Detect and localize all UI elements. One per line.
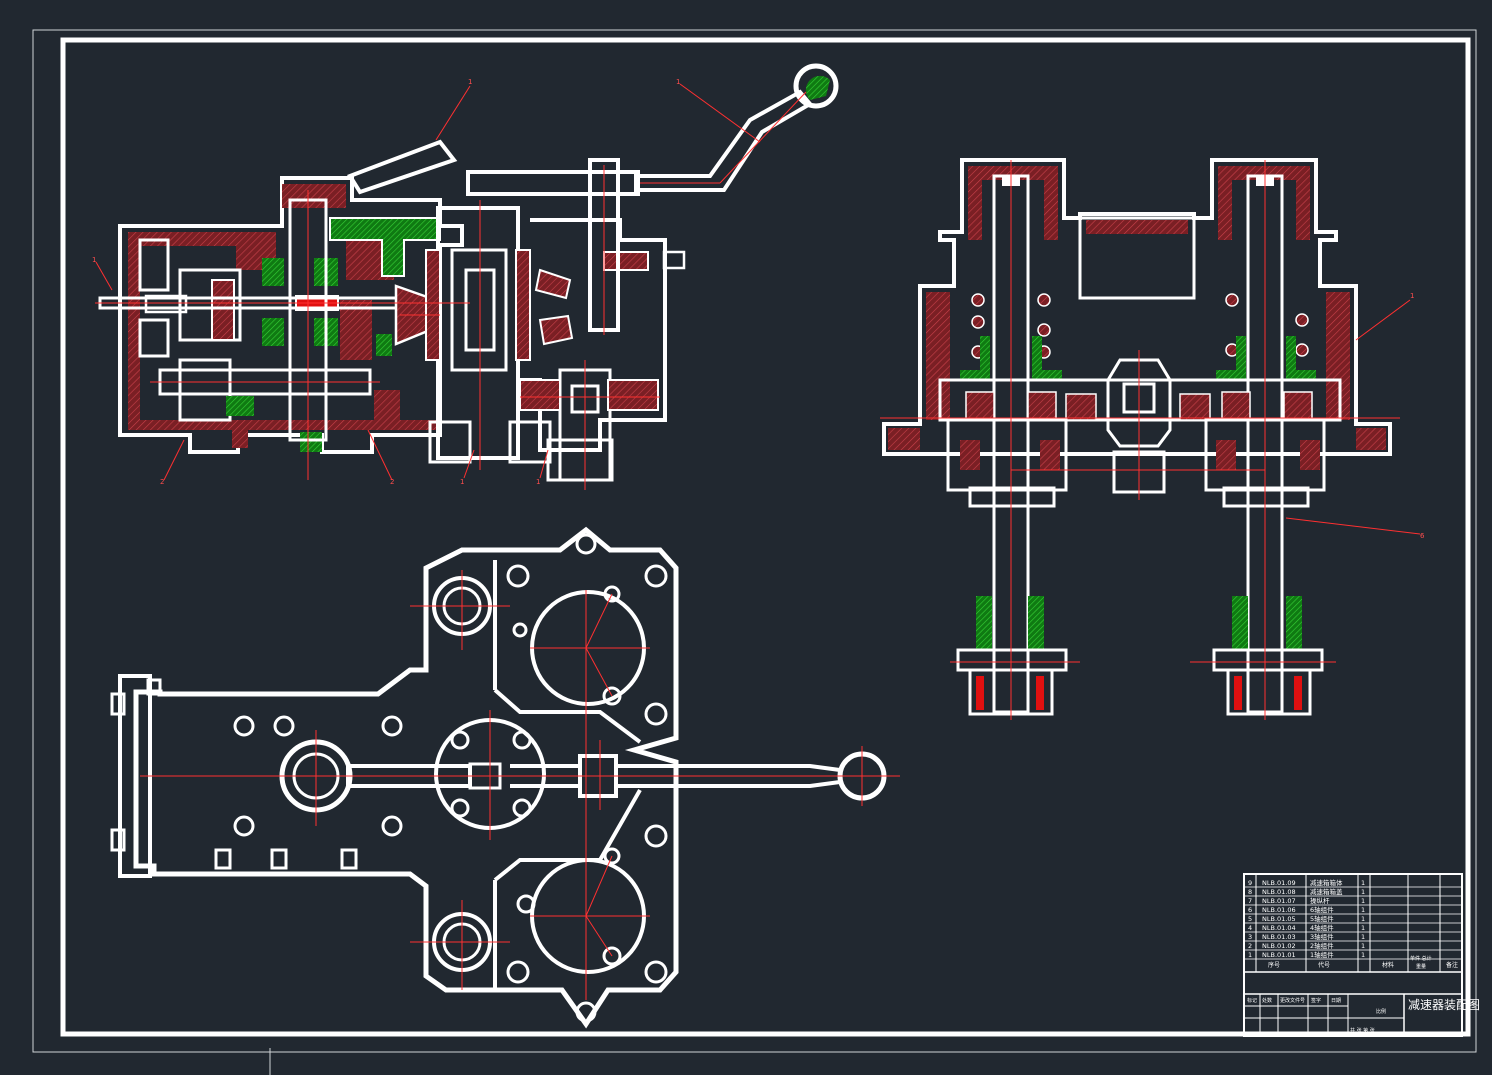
parts-row-qty: 1	[1361, 915, 1365, 923]
parts-row-qty: 1	[1361, 888, 1365, 896]
parts-row-code: NLB.01.06	[1262, 906, 1296, 914]
parts-row-qty: 1	[1361, 924, 1365, 932]
parts-row-code: NLB.01.04	[1262, 924, 1296, 932]
tb-label-count: 处数	[1262, 997, 1272, 1004]
parts-header-no: 序号	[1268, 961, 1280, 969]
parts-row-code: NLB.01.01	[1262, 951, 1296, 959]
parts-header-code: 代号	[1318, 961, 1330, 969]
parts-row-qty: 1	[1361, 942, 1365, 950]
parts-row-qty: 1	[1361, 897, 1365, 905]
parts-header-remark: 备注	[1446, 961, 1458, 969]
tb-label-mark: 标记	[1247, 997, 1257, 1004]
parts-row-name: 2轴组件	[1310, 941, 1334, 950]
parts-row-code: NLB.01.09	[1262, 879, 1296, 887]
parts-header-weight2: 重量	[1416, 963, 1426, 970]
callout-label: 1	[460, 478, 464, 486]
front-section-view	[95, 63, 839, 490]
parts-row-qty: 1	[1361, 951, 1365, 959]
parts-row-name: 5轴组件	[1310, 914, 1334, 923]
parts-row-name: 3轴组件	[1310, 932, 1334, 941]
tb-sheet: 共 张 第 张	[1350, 1027, 1375, 1034]
callout-label: 6	[1420, 532, 1425, 540]
top-plan-view	[110, 526, 900, 1029]
parts-row-name: 减速箱箱盖	[1310, 887, 1343, 896]
parts-row-no: 4	[1248, 924, 1252, 932]
parts-row-code: NLB.01.07	[1262, 897, 1296, 905]
callout-label: 1	[468, 78, 472, 86]
parts-row-qty: 1	[1361, 933, 1365, 941]
parts-row-code: NLB.01.02	[1262, 942, 1296, 950]
parts-row-name: 6轴组件	[1310, 905, 1334, 914]
parts-row-no: 3	[1248, 933, 1252, 941]
side-section-view	[880, 158, 1421, 720]
tb-scale: 比例	[1376, 1008, 1386, 1015]
drawing-title: 减速器装配图	[1408, 998, 1480, 1012]
callout-label: 1	[676, 78, 680, 86]
callout-label: 2	[390, 478, 394, 486]
callout-label: 2	[160, 478, 164, 486]
parts-row-no: 7	[1248, 897, 1252, 905]
parts-row-name: 操纵杆	[1310, 896, 1330, 905]
sheet-outer-border	[32, 29, 1477, 1053]
front-view-callouts: 1 1 1 2 2 1 1	[92, 78, 761, 486]
parts-row-qty: 1	[1361, 906, 1365, 914]
parts-row-no: 5	[1248, 915, 1252, 923]
tb-label-date: 日期	[1331, 998, 1341, 1004]
tb-label-sign: 签字	[1311, 997, 1321, 1004]
parts-row-qty: 1	[1361, 879, 1365, 887]
parts-header-weight: 单件 总计	[1410, 955, 1432, 962]
sheet-inner-border	[60, 37, 1471, 1037]
parts-row-code: NLB.01.08	[1262, 888, 1296, 896]
parts-row-no: 8	[1248, 888, 1252, 896]
parts-row-name: 减速箱箱体	[1310, 878, 1343, 887]
tb-label-docno: 更改文件号	[1280, 997, 1305, 1004]
parts-row-no: 1	[1248, 951, 1252, 959]
callout-label: 1	[1410, 292, 1414, 300]
parts-row-no: 2	[1248, 942, 1252, 950]
parts-row-name: 4轴组件	[1310, 923, 1334, 932]
callout-label: 1	[92, 256, 96, 264]
parts-row-code: NLB.01.03	[1262, 933, 1296, 941]
parts-row-code: NLB.01.05	[1262, 915, 1296, 923]
parts-row-no: 6	[1248, 906, 1252, 914]
parts-row-name: 1轴组件	[1310, 950, 1334, 959]
parts-header-material: 材料	[1382, 961, 1394, 969]
callout-label: 1	[536, 478, 540, 486]
parts-row-no: 9	[1248, 879, 1252, 887]
